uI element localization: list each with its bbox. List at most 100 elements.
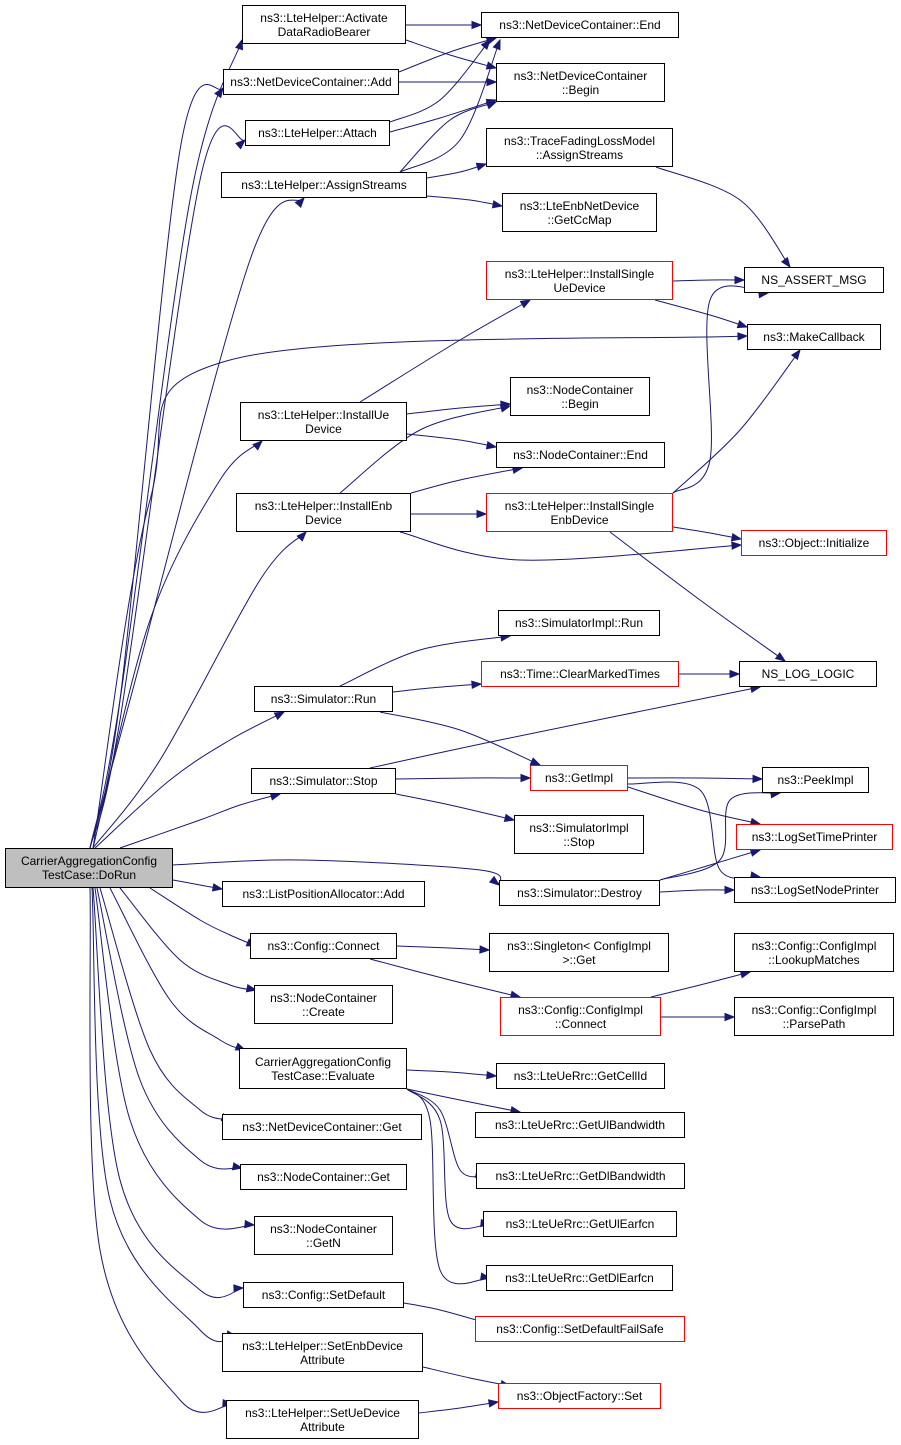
node-peek-impl[interactable]: ns3::PeekImpl	[762, 767, 869, 793]
edge-install-single-enb-to-ns-log-logic	[609, 531, 786, 662]
node-list-pos[interactable]: ns3::ListPositionAllocator::Add	[222, 881, 425, 907]
edge-arrowhead	[731, 541, 743, 550]
node-label-line: DataRadioBearer	[277, 24, 371, 39]
node-nc-get[interactable]: ns3::NodeContainer::Get	[240, 1164, 407, 1190]
edge-get-impl-to-peek-impl	[627, 777, 763, 780]
node-ndc-add[interactable]: ns3::NetDeviceContainer::Add	[223, 69, 399, 95]
node-label-line: ns3::Config::SetDefault	[261, 1288, 386, 1302]
node-simimpl-run[interactable]: ns3::SimulatorImpl::Run	[498, 610, 660, 636]
node-dl-earfcn[interactable]: ns3::LteUeRrc::GetDlEarfcn	[486, 1265, 673, 1291]
edge-sim-stop-to-get-impl	[395, 777, 531, 780]
edge-arrowhead	[724, 885, 736, 895]
node-time-clear[interactable]: ns3::Time::ClearMarkedTimes	[481, 661, 679, 687]
node-label-line: ns3::Simulator::Run	[270, 692, 377, 706]
node-cellid[interactable]: ns3::LteUeRrc::GetCellId	[496, 1063, 665, 1089]
edge-arrowhead	[487, 1399, 500, 1408]
node-label-line: ns3::SimulatorImpl::Run	[514, 616, 644, 630]
node-assign[interactable]: ns3::LteHelper::AssignStreams	[221, 172, 427, 198]
edge-root-to-sim-stop	[119, 793, 281, 849]
edge-arrowhead	[476, 509, 488, 519]
node-ndc-begin[interactable]: ns3::NetDeviceContainer::Begin	[496, 63, 665, 102]
node-obj-init[interactable]: ns3::Object::Initialize	[741, 530, 887, 556]
edge-arrowhead	[529, 757, 542, 766]
node-cimpl-connect[interactable]: ns3::Config::ConfigImpl::Connect	[500, 997, 661, 1036]
node-ndc-end[interactable]: ns3::NetDeviceContainer::End	[481, 12, 679, 38]
node-label-line: ::Begin	[561, 82, 600, 97]
edge-root-to-config-connect	[149, 887, 257, 947]
node-label-line: Device	[305, 421, 342, 436]
node-ul-bw[interactable]: ns3::LteUeRrc::GetUlBandwidth	[475, 1112, 685, 1138]
node-label-line: ns3::LteHelper::Activate	[260, 10, 388, 25]
node-obj-factory-set[interactable]: ns3::ObjectFactory::Set	[498, 1383, 661, 1409]
node-nc-getn[interactable]: ns3::NodeContainer::GetN	[254, 1216, 393, 1255]
node-label-line: ns3::NodeContainer	[270, 990, 377, 1005]
node-ns-assert[interactable]: NS_ASSERT_MSG	[744, 267, 884, 293]
node-nc-create[interactable]: ns3::NodeContainer::Create	[254, 985, 393, 1024]
node-sim-stop[interactable]: ns3::Simulator::Stop	[251, 768, 396, 794]
node-get-impl[interactable]: ns3::GetImpl	[530, 765, 628, 791]
node-label-line: CarrierAggregationConfig	[20, 854, 158, 868]
edge-arrowhead	[519, 299, 532, 309]
node-label-line: ::AssignStreams	[535, 147, 624, 162]
node-set-default[interactable]: ns3::Config::SetDefault	[243, 1282, 404, 1308]
node-enb-ccmap[interactable]: ns3::LteEnbNetDevice::GetCcMap	[502, 193, 657, 232]
node-ul-earfcn[interactable]: ns3::LteUeRrc::GetUlEarfcn	[483, 1211, 677, 1237]
edge-sim-run-to-time-clear	[392, 683, 482, 693]
edge-sim-stop-to-ns-log-logic	[369, 686, 761, 769]
node-nc-begin[interactable]: ns3::NodeContainer::Begin	[510, 377, 650, 416]
edge-arrowhead	[488, 875, 501, 886]
node-label-line: Device	[305, 512, 342, 527]
node-config-connect[interactable]: ns3::Config::Connect	[250, 933, 397, 959]
node-label-line: ns3::LteUeRrc::GetCellId	[513, 1069, 648, 1083]
node-trace-fading[interactable]: ns3::TraceFadingLossModel::AssignStreams	[486, 128, 673, 167]
node-attach[interactable]: ns3::LteHelper::Attach	[245, 120, 390, 146]
node-label-line: ::ParsePath	[782, 1016, 846, 1031]
node-ndc-get[interactable]: ns3::NetDeviceContainer::Get	[222, 1114, 422, 1140]
edge-root-to-activate	[89, 39, 243, 849]
node-singleton[interactable]: ns3::Singleton< ConfigImpl>::Get	[489, 933, 669, 972]
node-label-line: ns3::Time::ClearMarkedTimes	[500, 667, 660, 681]
node-label-line: EnbDevice	[550, 512, 609, 527]
node-label-line: ns3::Config::SetDefaultFailSafe	[496, 1322, 664, 1336]
node-sim-destroy[interactable]: ns3::Simulator::Destroy	[499, 880, 660, 906]
node-label-line: ns3::ListPositionAllocator::Add	[242, 887, 405, 901]
edge-arrowhead	[491, 200, 504, 209]
node-simimpl-stop[interactable]: ns3::SimulatorImpl::Stop	[514, 815, 644, 854]
node-label-line: ns3::LteEnbNetDevice	[519, 198, 640, 213]
node-label-line: ns3::NetDeviceContainer::End	[499, 18, 661, 32]
node-sim-run[interactable]: ns3::Simulator::Run	[254, 686, 393, 712]
edge-install-single-enb-to-make-callback	[672, 349, 801, 494]
node-set-default-fs[interactable]: ns3::Config::SetDefaultFailSafe	[475, 1316, 685, 1342]
node-label-line: ns3::Object::Initialize	[758, 536, 870, 550]
node-make-callback[interactable]: ns3::MakeCallback	[747, 324, 881, 350]
edge-set-enb-attr-to-obj-factory-set	[422, 1366, 511, 1387]
node-parse-path[interactable]: ns3::Config::ConfigImpl::ParsePath	[734, 997, 894, 1036]
edge-root-to-sim-destroy	[172, 859, 502, 886]
node-label-line: UeDevice	[553, 280, 606, 295]
node-label-line: ns3::SimulatorImpl	[529, 820, 629, 835]
node-lookup[interactable]: ns3::Config::ConfigImpl::LookupMatches	[734, 933, 894, 972]
edge-install-single-enb-to-obj-init	[672, 526, 742, 540]
edge-root-to-install-ue	[92, 440, 263, 849]
node-ns-log-logic[interactable]: NS_LOG_LOGIC	[739, 661, 877, 687]
node-label-line: ::Connect	[554, 1016, 607, 1031]
node-nc-end[interactable]: ns3::NodeContainer::End	[496, 442, 665, 468]
node-log-time[interactable]: ns3::LogSetTimePrinter	[736, 824, 893, 850]
node-dl-bw[interactable]: ns3::LteUeRrc::GetDlBandwidth	[476, 1163, 685, 1189]
edge-evaluate-to-dl-earfcn	[406, 1088, 491, 1285]
node-label-line: >::Get	[562, 952, 596, 967]
node-log-node[interactable]: ns3::LogSetNodePrinter	[734, 877, 896, 903]
edge-sim-run-to-get-impl	[379, 711, 541, 766]
node-label-line: ns3::LteUeRrc::GetDlEarfcn	[505, 1271, 654, 1285]
edge-root-to-evaluate	[109, 887, 246, 1051]
